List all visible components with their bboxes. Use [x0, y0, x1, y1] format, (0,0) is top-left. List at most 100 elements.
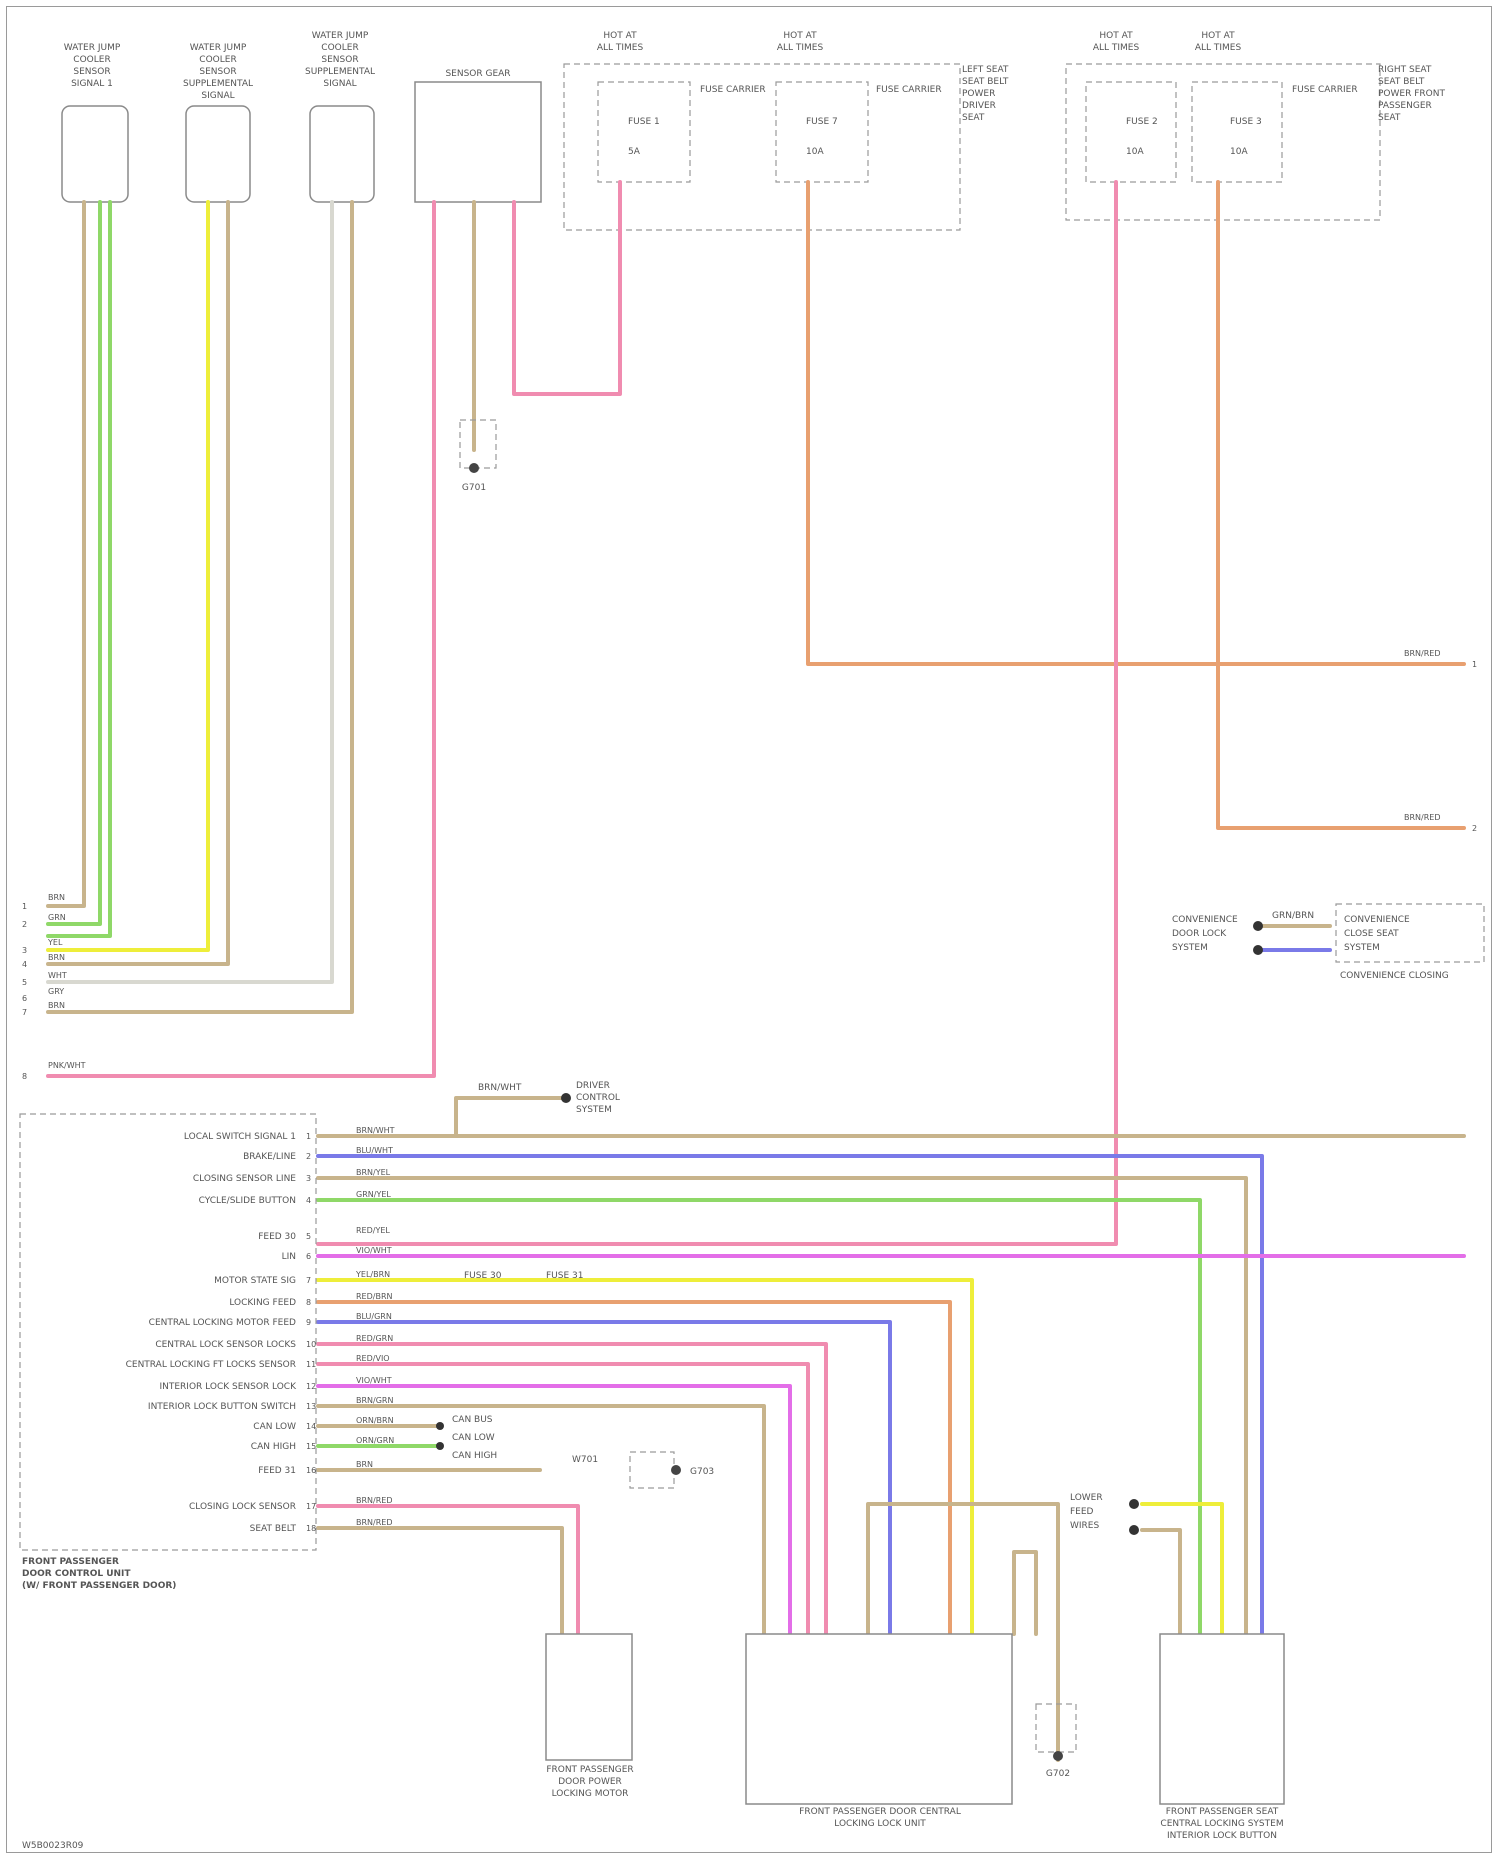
ground-1-dot: [469, 463, 479, 473]
module-pin-number-10: 10: [306, 1340, 316, 1349]
left-color-7: BRN: [48, 1001, 65, 1010]
c2-line-2: COOLER: [199, 55, 236, 65]
splice-can: CAN BUS CAN LOW CAN HIGH: [436, 1415, 497, 1461]
module-pin-number-12: 12: [306, 1382, 316, 1391]
f3-amp: 10A: [1126, 147, 1144, 157]
f4-head-2: ALL TIMES: [1195, 43, 1242, 53]
module-pin-number-16: 16: [306, 1466, 316, 1475]
relay-left-line-2: SEAT BELT: [962, 77, 1009, 87]
f1-head-2: ALL TIMES: [597, 43, 644, 53]
c1-line-1: WATER JUMP: [64, 43, 121, 53]
module-pin-wire-2: BLU/WHT: [356, 1146, 393, 1155]
relay-left-line-5: SEAT: [962, 113, 985, 123]
module-pin-wire-13: BRN/GRN: [356, 1396, 393, 1405]
module-pin-number-14: 14: [306, 1422, 316, 1431]
left-color-2: GRN: [48, 913, 66, 922]
c3-line-2: COOLER: [321, 43, 358, 53]
wire-orange-relay-left: [808, 182, 1464, 664]
module-pin-number-2: 2: [306, 1152, 311, 1161]
module-pin-label-7: MOTOR STATE SIG: [214, 1276, 296, 1286]
front-passenger-door-module: FRONT PASSENGER DOOR CONTROL UNIT (W/ FR…: [20, 1114, 316, 1591]
component-c1: WATER JUMP COOLER SENSOR SIGNAL 1: [62, 43, 128, 202]
splice-top-line-2: CONTROL: [576, 1093, 620, 1103]
splice-top-line-3: SYSTEM: [576, 1105, 612, 1115]
module-pin-label-11: CENTRAL LOCKING FT LOCKS SENSOR: [126, 1360, 296, 1370]
splice-right-dot-1: [1253, 921, 1263, 931]
b3-line-1: FRONT PASSENGER SEAT: [1166, 1807, 1279, 1817]
ground-2-label: G702: [1046, 1769, 1070, 1779]
ground-1-box: [460, 420, 496, 468]
splice-right-wire: GRN/BRN: [1272, 911, 1314, 921]
wire-gear-red: [514, 182, 620, 394]
convenience-dest-1: CONVENIENCE: [1344, 915, 1410, 925]
ground-3: G703: [630, 1452, 714, 1488]
module-pin-number-15: 15: [306, 1442, 316, 1451]
component-b2: FRONT PASSENGER DOOR CENTRAL LOCKING LOC…: [746, 1634, 1012, 1829]
module-pin-label-3: CLOSING SENSOR LINE: [193, 1174, 296, 1184]
right-ref-pin-1: 1: [1472, 660, 1477, 669]
left-color-1: BRN: [48, 893, 65, 902]
fuse-f1-box: [598, 82, 690, 182]
module-pin-wire-7: YEL/BRN: [355, 1270, 390, 1279]
f1-amp: 5A: [628, 147, 641, 157]
fuse-f2-box: [776, 82, 868, 182]
right-ref-1: BRN/RED: [1404, 649, 1441, 658]
fuse-ref-right: FUSE 31: [546, 1271, 583, 1281]
left-harness: 1 2 3 4 5 6 7 BRN GRN YEL BRN WHT GRY BR…: [22, 649, 1477, 1081]
module-pin-number-18: 18: [306, 1524, 316, 1533]
component-c3: WATER JUMP COOLER SENSOR SUPPLEMENTAL SI…: [305, 31, 375, 202]
fuse-carrier-label-1: FUSE CARRIER: [700, 85, 766, 95]
module-pin-number-4: 4: [306, 1196, 311, 1205]
b3-line-2: CENTRAL LOCKING SYSTEM: [1160, 1819, 1283, 1829]
module-pin-number-5: 5: [306, 1232, 311, 1241]
left-color-6: GRY: [48, 987, 64, 996]
fuse-carrier-label-3: FUSE CARRIER: [1292, 85, 1358, 95]
module-line-1: FRONT PASSENGER: [22, 1557, 119, 1567]
relay-right-line-4: PASSENGER: [1378, 101, 1432, 111]
module-pin-wire-6: VIO/WHT: [356, 1246, 392, 1255]
module-pin-wire-12: VIO/WHT: [356, 1376, 392, 1385]
ground-3-dot: [671, 1465, 681, 1475]
fuse-f3-box: [1086, 82, 1176, 182]
relay-right-line-1: RIGHT SEAT: [1378, 65, 1432, 75]
module-pin-wire-3: BRN/YEL: [356, 1168, 391, 1177]
wire-pink-feed30: [318, 182, 1116, 1244]
component-c4: SENSOR GEAR: [415, 69, 541, 202]
relay-left: HOT AT ALL TIMES HOT AT ALL TIMES FUSE 1…: [564, 31, 1009, 230]
f2-head-1: HOT AT: [783, 31, 817, 41]
f3-head-1: HOT AT: [1099, 31, 1133, 41]
splice-right-upper: CONVENIENCE DOOR LOCK SYSTEM GRN/BRN CON…: [1172, 904, 1484, 981]
fuse-f4-box: [1192, 82, 1282, 182]
module-pin-wire-14: ORN/BRN: [356, 1416, 394, 1425]
module-pin-label-2: BRAKE/LINE: [243, 1152, 296, 1162]
splice-right-lower: LOWER FEED WIRES: [1070, 1493, 1139, 1535]
module-pin-label-6: LIN: [282, 1252, 296, 1262]
module-pin-wire-17: BRN/RED: [356, 1496, 393, 1505]
module-pin-wire-11: RED/VIO: [356, 1354, 390, 1363]
module-pin-label-12: INTERIOR LOCK SENSOR LOCK: [159, 1382, 297, 1392]
module-pin-wire-9: BLU/GRN: [356, 1312, 392, 1321]
f2-amp: 10A: [806, 147, 824, 157]
relay-right-line-2: SEAT BELT: [1378, 77, 1425, 87]
c3-line-3: SENSOR: [321, 55, 358, 65]
relay-left-line-3: POWER: [962, 89, 995, 99]
module-pin-wire-16: BRN: [356, 1460, 373, 1469]
f4-amp: 10A: [1230, 147, 1248, 157]
ground-3-label: G703: [690, 1467, 714, 1477]
left-pin-2: 2: [22, 920, 27, 929]
module-pin-wire-18: BRN/RED: [356, 1518, 393, 1527]
c1-line-2: COOLER: [73, 55, 110, 65]
module-pin-label-8: LOCKING FEED: [229, 1298, 296, 1308]
module-pin-number-17: 17: [306, 1502, 316, 1511]
fuse-carrier-label-2: FUSE CARRIER: [876, 85, 942, 95]
splice-can-dot-1: [436, 1422, 444, 1430]
wire-right-brown: [1142, 1530, 1180, 1634]
b2-housing: [746, 1634, 1012, 1804]
convenience-bus-label: CONVENIENCE CLOSING: [1340, 971, 1449, 981]
splice-can-line-2: CAN LOW: [452, 1433, 495, 1443]
splice-right-line-3: SYSTEM: [1172, 943, 1208, 953]
left-pin-5: 5: [22, 978, 27, 987]
wire-bus-branch: [1014, 1552, 1036, 1634]
pink-pin: 8: [22, 1072, 27, 1081]
